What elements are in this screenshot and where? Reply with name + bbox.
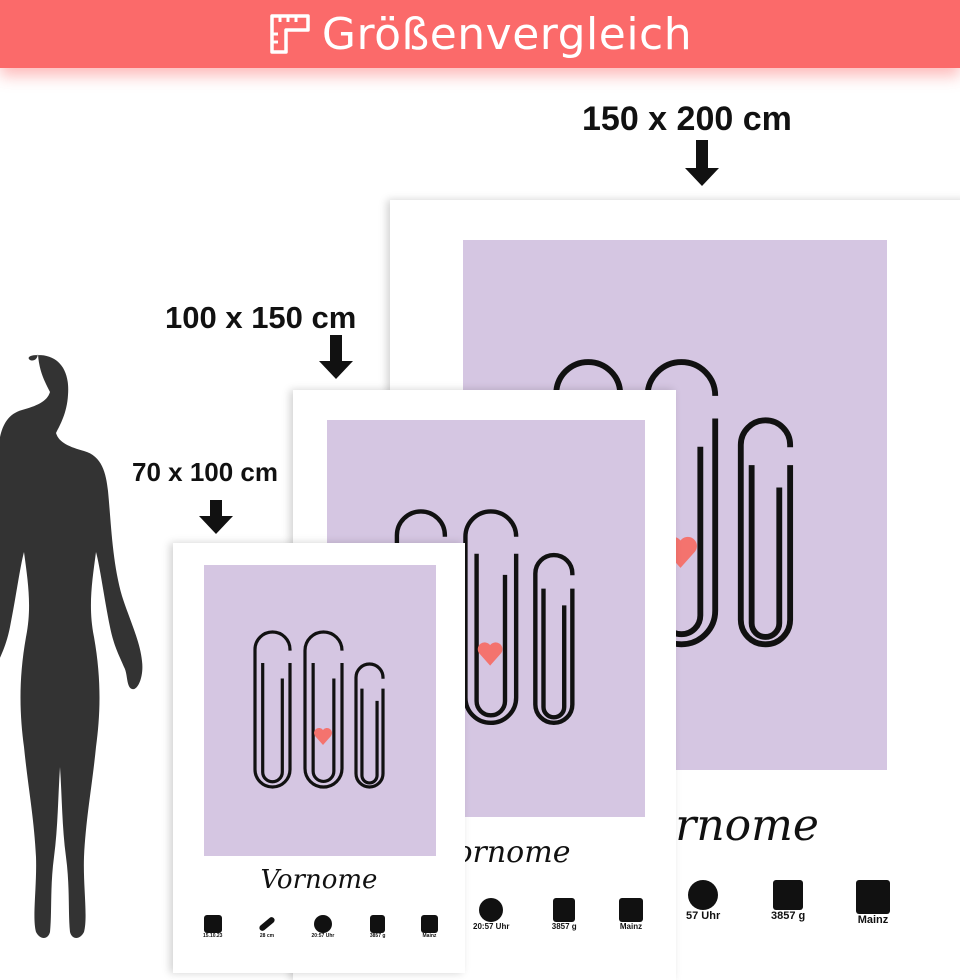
paperclip-shape xyxy=(253,630,292,789)
size-label-small: 70 x 100 cm xyxy=(132,457,279,487)
scale-icon xyxy=(370,915,386,933)
poster-small: Vornome 15.10.23 28 cm 20:57 Uhr 3857 g … xyxy=(173,543,465,973)
ruler-square-icon xyxy=(270,14,310,54)
fact-date: 15.10.23 xyxy=(203,933,223,939)
hospital-icon xyxy=(420,915,438,933)
paperclip-shape xyxy=(533,552,575,725)
clock-icon xyxy=(313,915,332,933)
fact-weight: 3857 g xyxy=(771,910,806,922)
scale-icon xyxy=(773,880,804,910)
fact-place: Mainz xyxy=(857,914,889,926)
clock-icon xyxy=(479,898,504,922)
calendar-icon xyxy=(203,915,222,933)
title-banner: Größenvergleich xyxy=(0,0,960,68)
paperclip-shape xyxy=(463,509,519,725)
woman-silhouette xyxy=(0,354,143,938)
fact-weight: 3857 g xyxy=(551,922,577,931)
clock-icon xyxy=(688,880,719,910)
poster-name: Vornome xyxy=(260,865,378,895)
ruler-icon xyxy=(258,915,276,933)
fact-time: 20:57 Uhr xyxy=(473,922,510,931)
scale-icon xyxy=(553,898,576,922)
banner-title: Größenvergleich xyxy=(321,8,693,60)
poster-artwork xyxy=(204,565,436,856)
fact-place: Mainz xyxy=(422,933,437,939)
poster-facts: 57 Uhr 3857 g Mainz xyxy=(686,880,890,926)
fact-place: Mainz xyxy=(619,922,643,931)
poster-facts: 15.10.23 28 cm 20:57 Uhr 3857 g Mainz xyxy=(203,915,438,939)
size-label-medium: 100 x 150 cm xyxy=(165,300,357,335)
hospital-icon xyxy=(619,898,643,922)
heart-icon xyxy=(314,728,332,745)
poster-facts: 20:57 Uhr 3857 g Mainz xyxy=(473,898,643,931)
size-label-large: 150 x 200 cm xyxy=(582,100,792,138)
paperclip-shape xyxy=(303,630,344,789)
hospital-icon xyxy=(856,880,890,914)
fact-time: 57 Uhr xyxy=(686,910,721,922)
fact-weight: 3857 g xyxy=(369,933,386,939)
paperclip-shape xyxy=(737,417,794,648)
paperclip-shape xyxy=(354,662,385,789)
heart-icon xyxy=(477,642,503,666)
fact-length: 28 cm xyxy=(259,933,275,939)
fact-time: 20:57 Uhr xyxy=(311,933,335,939)
